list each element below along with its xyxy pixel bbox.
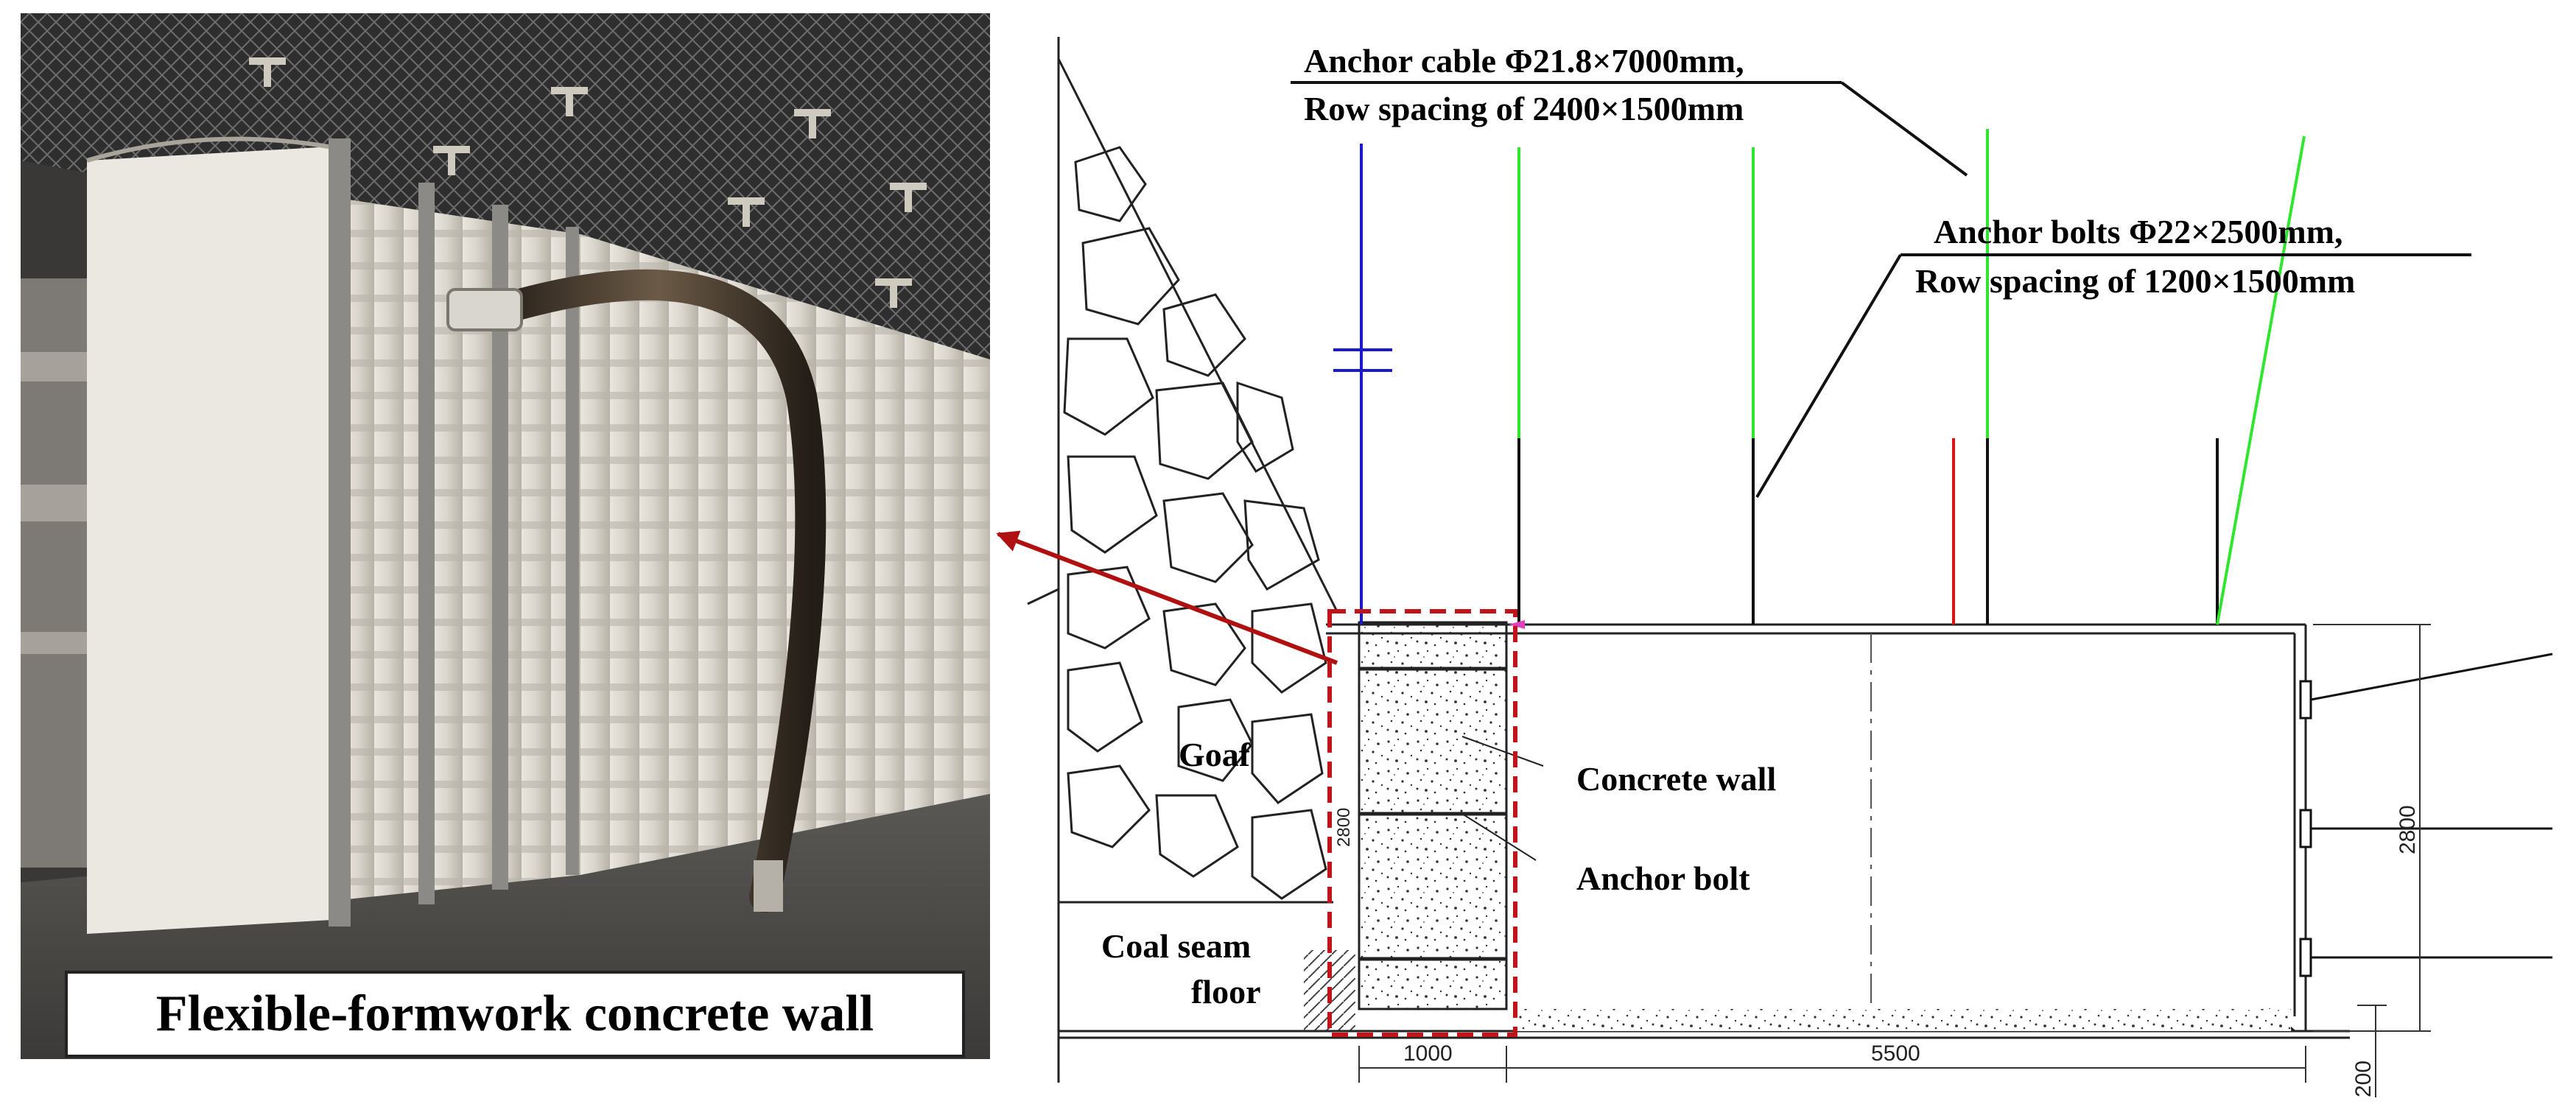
roof-anchor-bolts [1517, 129, 2306, 625]
photo-caption-text: Flexible-formwork concrete wall [155, 985, 874, 1042]
goaf-label: Goaf [1179, 736, 1251, 773]
anchor-cable-label-1: Anchor cable Φ21.8×7000mm, [1304, 42, 1744, 80]
dim-height: 2800 [2396, 805, 2420, 854]
anchor-bolt-label: Anchor bolt [1576, 859, 1750, 897]
roof-bolt-plates [249, 57, 927, 308]
goaf-rubble [1027, 37, 1338, 1083]
anchor-cable [1333, 144, 1392, 625]
pointer-arrow [996, 530, 1338, 665]
dim-floor: 200 [2351, 1061, 2376, 1097]
wall-anchor-bolts [1359, 667, 1506, 961]
concrete-wall-label: Concrete wall [1576, 760, 1776, 798]
anchor-bolts-label-1: Anchor bolts Φ22×2500mm, [1934, 213, 2342, 250]
formwork-posts [329, 138, 579, 927]
dim-wall-width: 1000 [1403, 1041, 1453, 1066]
highlight-box [1327, 609, 1517, 1037]
dim-wall-side: 2800 [1334, 808, 1354, 847]
anchor-cable-label-2: Row spacing of 2400×1500mm [1304, 90, 1744, 127]
coal-seam-floor-label-1: Coal seam [1101, 927, 1251, 965]
photo-caption: Flexible-formwork concrete wall [65, 971, 965, 1058]
dim-roadway-width: 5500 [1871, 1041, 1920, 1066]
formwork-photo: Flexible-formwork concrete wall [21, 13, 990, 1059]
anchor-bolts-label-2: Row spacing of 1200×1500mm [1915, 262, 2355, 300]
coal-seam-floor-label-2: floor [1191, 973, 1261, 1010]
dimension-lines [1358, 624, 2431, 1097]
rib-bolts [2299, 653, 2553, 977]
